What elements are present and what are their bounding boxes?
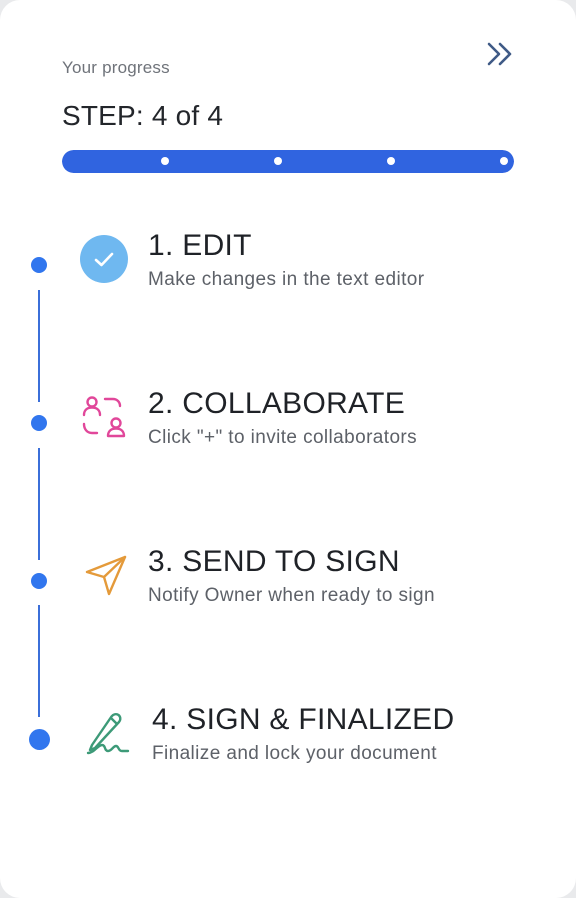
step-title: 3. SEND TO SIGN [148, 545, 400, 578]
step-collaborate[interactable]: 2. COLLABORATE Click "+" to invite colla… [0, 383, 576, 473]
step-send-to-sign[interactable]: 3. SEND TO SIGN Notify Owner when ready … [0, 541, 576, 631]
progress-step-marker [161, 157, 169, 165]
check-circle-icon [79, 234, 129, 284]
users-icon [80, 393, 128, 441]
progress-step-marker [500, 157, 508, 165]
step-description: Notify Owner when ready to sign [148, 585, 435, 606]
timeline-dot-step-2 [31, 415, 47, 431]
step-title: 4. SIGN & FINALIZED [152, 703, 455, 736]
step-description: Click "+" to invite collaborators [148, 427, 418, 448]
collapse-panel-button[interactable] [482, 40, 518, 72]
timeline-connector [38, 448, 40, 560]
timeline-connector [38, 605, 40, 717]
step-edit[interactable]: 1. EDIT Make changes in the text editor [0, 225, 576, 315]
signature-icon [84, 709, 132, 757]
timeline-connector [38, 290, 40, 402]
send-icon [82, 551, 130, 599]
timeline-dot-step-4 [29, 729, 50, 750]
progress-bar [62, 150, 514, 173]
step-description: Finalize and lock your document [152, 743, 437, 764]
timeline-dot-step-3 [31, 573, 47, 589]
progress-label: Your progress [62, 58, 170, 77]
step-description: Make changes in the text editor [148, 269, 425, 290]
progress-bar-fill [62, 150, 514, 173]
step-sign-and-finalized[interactable]: 4. SIGN & FINALIZED Finalize and lock yo… [0, 699, 576, 789]
timeline-dot-step-1 [31, 257, 47, 273]
progress-step-marker [274, 157, 282, 165]
double-chevron-right-icon [485, 41, 515, 72]
step-counter: STEP: 4 of 4 [62, 100, 224, 131]
step-title: 1. EDIT [148, 229, 252, 262]
step-title: 2. COLLABORATE [148, 387, 406, 420]
progress-step-marker [387, 157, 395, 165]
